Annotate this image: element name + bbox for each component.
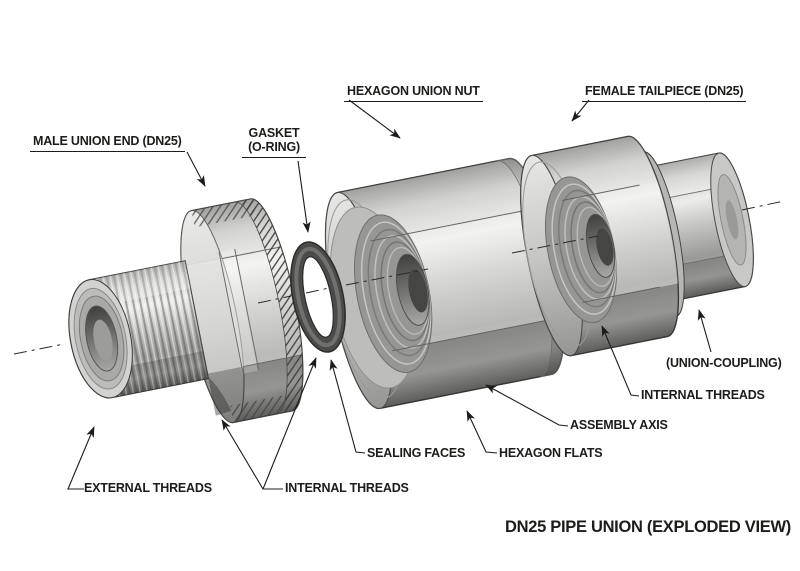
label-assembly-axis: ASSEMBLY AXIS [570,418,668,432]
label-internal-threads-right: INTERNAL THREADS [641,388,765,402]
tailpiece-bore-deep [596,228,614,266]
oring-hole [302,256,334,338]
nut-hex-edges [370,206,564,352]
oring-gasket-part [290,241,346,353]
label-male-union-end: MALE UNION END (DN25) [30,134,185,152]
leader-lines [67,99,712,490]
leader-sealing-faces [329,359,366,454]
label-union-coupling: (UNION-COUPLING) [666,356,782,370]
male-bore-inner [93,319,113,361]
assembly-axis-line [13,200,785,355]
male-flange-knurl-rim [234,198,304,415]
leader-gasket [297,160,311,233]
female-tailpiece-part [508,131,762,361]
leader-assembly-axis [485,384,569,427]
label-gasket: GASKET (O-RING) [242,126,306,158]
leader-external-threads [67,426,95,490]
label-external-threads: EXTERNAL THREADS [84,481,212,495]
leader-hexagon-flats [466,410,498,454]
label-hexagon-flats: HEXAGON FLATS [499,446,603,460]
coupling-end-bore [725,200,739,240]
leader-internal-threads-left-b [262,357,317,490]
leader-female-tailpiece [571,99,590,122]
label-internal-threads-left: INTERNAL THREADS [285,481,409,495]
male-undercut-shadow [208,376,232,416]
oring-highlight [294,246,342,348]
label-female-tailpiece: FEMALE TAILPIECE (DN25) [582,84,747,102]
leader-hexagon-union-nut [348,99,401,139]
male-flange-edges [218,246,303,374]
label-hexagon-union-nut: HEXAGON UNION NUT [344,84,483,102]
label-gasket-line2: (O-RING) [248,140,300,154]
nut-bore-deep [408,269,428,313]
label-sealing-faces: SEALING FACES [367,446,466,460]
label-gasket-line1: GASKET [248,126,300,140]
male-union-end-part [68,194,316,428]
leader-male-union-end [186,151,206,187]
leader-internal-threads-left-a [221,419,283,490]
hexagon-union-nut-part [311,153,578,414]
leader-internal-threads-right [601,325,640,397]
leader-union-coupling [697,309,712,353]
tailpiece-hex-edges [561,184,660,303]
diagram-title: DN25 PIPE UNION (EXPLODED VIEW) [505,518,791,536]
